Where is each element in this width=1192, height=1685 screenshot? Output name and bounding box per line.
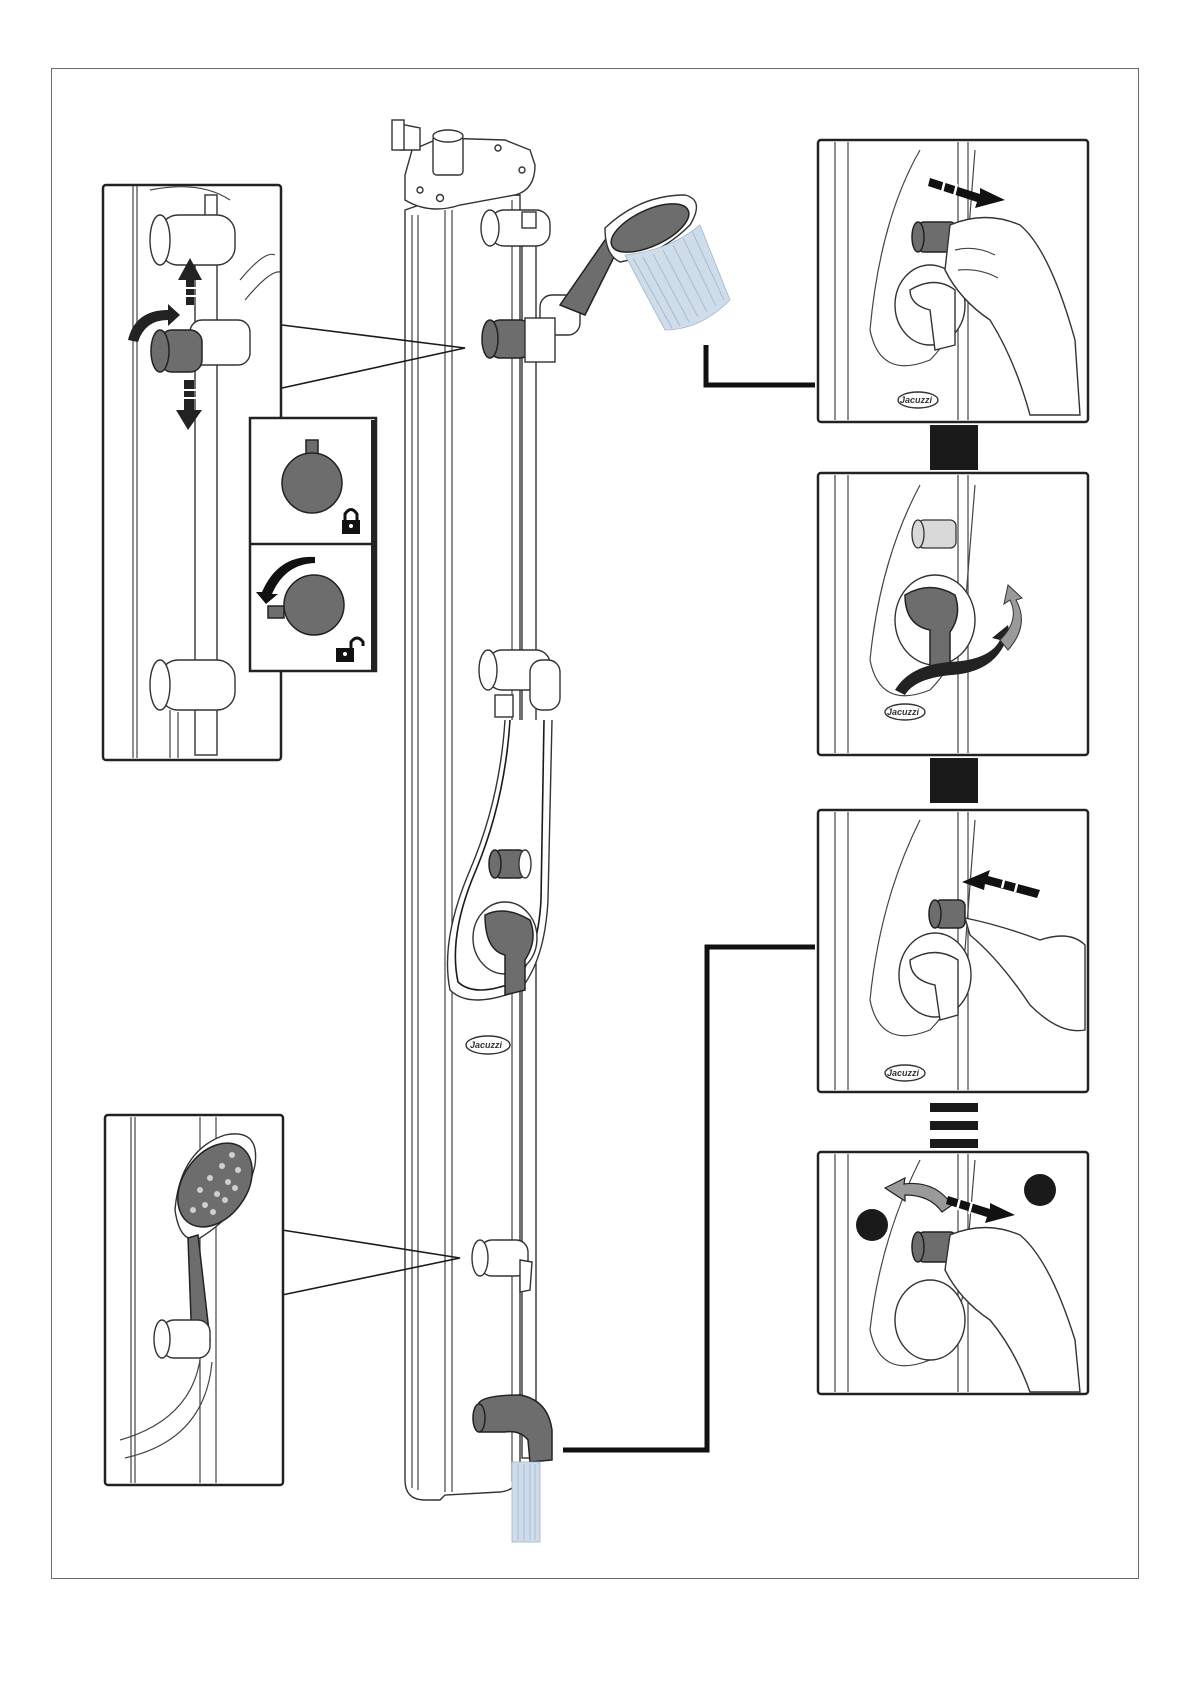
step-3: Jacuzzi bbox=[818, 810, 1088, 1092]
step-4 bbox=[818, 1152, 1088, 1394]
svg-text:Jacuzzi: Jacuzzi bbox=[887, 707, 920, 717]
step-1: Jacuzzi bbox=[818, 140, 1088, 422]
svg-text:Jacuzzi: Jacuzzi bbox=[887, 1068, 920, 1078]
step-connector bbox=[930, 758, 978, 803]
svg-text:Jacuzzi: Jacuzzi bbox=[900, 395, 933, 405]
lock-legend bbox=[250, 418, 376, 671]
step-connector bbox=[930, 425, 978, 470]
shower-column: Jacuzzi bbox=[392, 120, 730, 1542]
result-connector bbox=[930, 1103, 978, 1148]
step-2: Jacuzzi bbox=[818, 473, 1088, 755]
hand-shower-detail bbox=[105, 1115, 283, 1485]
logo: Jacuzzi bbox=[470, 1040, 503, 1050]
step-marker-2 bbox=[1024, 1174, 1056, 1206]
step-marker-1 bbox=[856, 1209, 888, 1241]
